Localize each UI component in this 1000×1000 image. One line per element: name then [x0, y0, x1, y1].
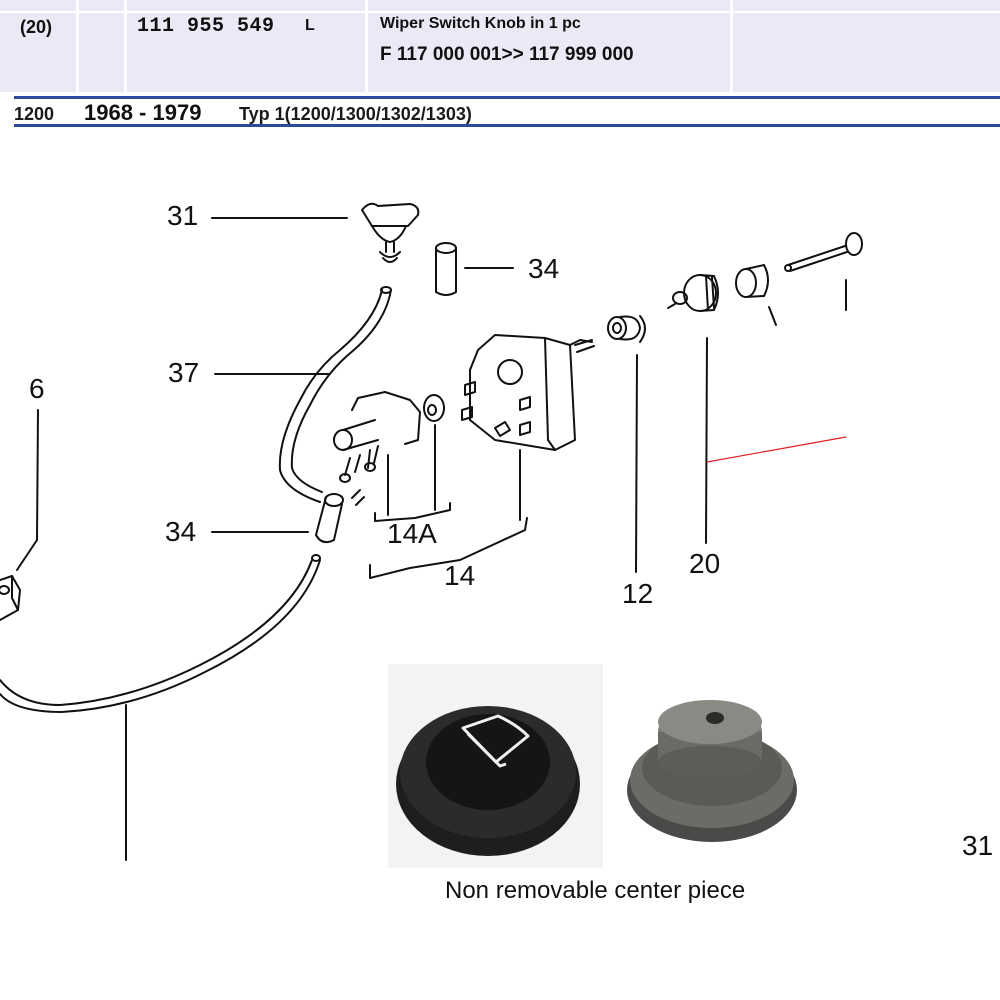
prev-row-cell	[127, 0, 365, 11]
callout-37: 37	[168, 357, 200, 388]
callout-34-bottom: 34	[165, 516, 197, 547]
leader-lines	[16, 217, 847, 861]
callout-34-top: 34	[528, 253, 560, 284]
ring-part	[735, 264, 769, 298]
prev-row-cell	[368, 0, 730, 11]
pin-part	[784, 232, 863, 272]
part-suffix: L	[305, 17, 315, 34]
hose-lower	[0, 554, 321, 713]
switch-body-part-14	[461, 334, 593, 451]
part-number-cell: 111 955 549 L	[127, 13, 365, 92]
photo-caption: Non removable center piece	[445, 877, 746, 904]
position-cell: (20)	[0, 13, 76, 92]
wiper-symbol-icon	[461, 714, 530, 768]
highlight-line	[706, 436, 847, 463]
part-number[interactable]: 111 955 549	[137, 15, 275, 38]
model-type: Typ 1(1200/1300/1302/1303)	[239, 104, 472, 124]
callout-14a: 14A	[387, 518, 437, 549]
switch-shaft	[574, 339, 595, 353]
washer-nozzle-part	[361, 202, 420, 263]
hose-37	[278, 286, 392, 503]
bushing-part-12	[607, 315, 646, 343]
part-description: Wiper Switch Knob in 1 pc	[380, 15, 581, 32]
wiper-knob-back-photo	[612, 680, 812, 860]
callout-31: 31	[167, 200, 199, 231]
model-code: 1200	[14, 104, 55, 124]
prev-row-cell	[0, 0, 76, 11]
callout-31-right: 31	[962, 830, 994, 861]
callout-12: 12	[622, 578, 654, 609]
callout-14: 14	[444, 560, 476, 591]
prev-row-cell	[79, 0, 124, 11]
exploded-diagram	[0, 202, 863, 861]
parts-table: (20) 111 955 549 L Wiper Switch Knob in …	[0, 0, 1000, 93]
filter-part-bottom	[315, 489, 365, 544]
part-6-fitting	[0, 575, 21, 621]
wiper-knob-front-photo	[388, 664, 603, 868]
description-cell: Wiper Switch Knob in 1 pc F 117 000 001>…	[368, 13, 730, 92]
filter-part-top	[435, 242, 457, 296]
empty-cell	[79, 13, 124, 92]
position-number: (20)	[20, 17, 53, 37]
chassis-range: F 117 000 001>> 117 999 000	[380, 44, 634, 65]
model-band: 1200 1968 - 1979 Typ 1(1200/1300/1302/13…	[14, 96, 1000, 127]
bracket-14a	[374, 502, 451, 522]
bracket-14	[369, 517, 528, 579]
model-years: 1968 - 1979	[84, 100, 202, 125]
extra-cell	[733, 13, 1000, 92]
prev-row-cell	[733, 0, 1000, 11]
washer-part-14a	[423, 394, 445, 422]
callout-6: 6	[29, 373, 45, 404]
knob-part-20	[667, 274, 719, 312]
callout-20: 20	[689, 548, 721, 579]
valve-part-14a	[333, 391, 421, 483]
